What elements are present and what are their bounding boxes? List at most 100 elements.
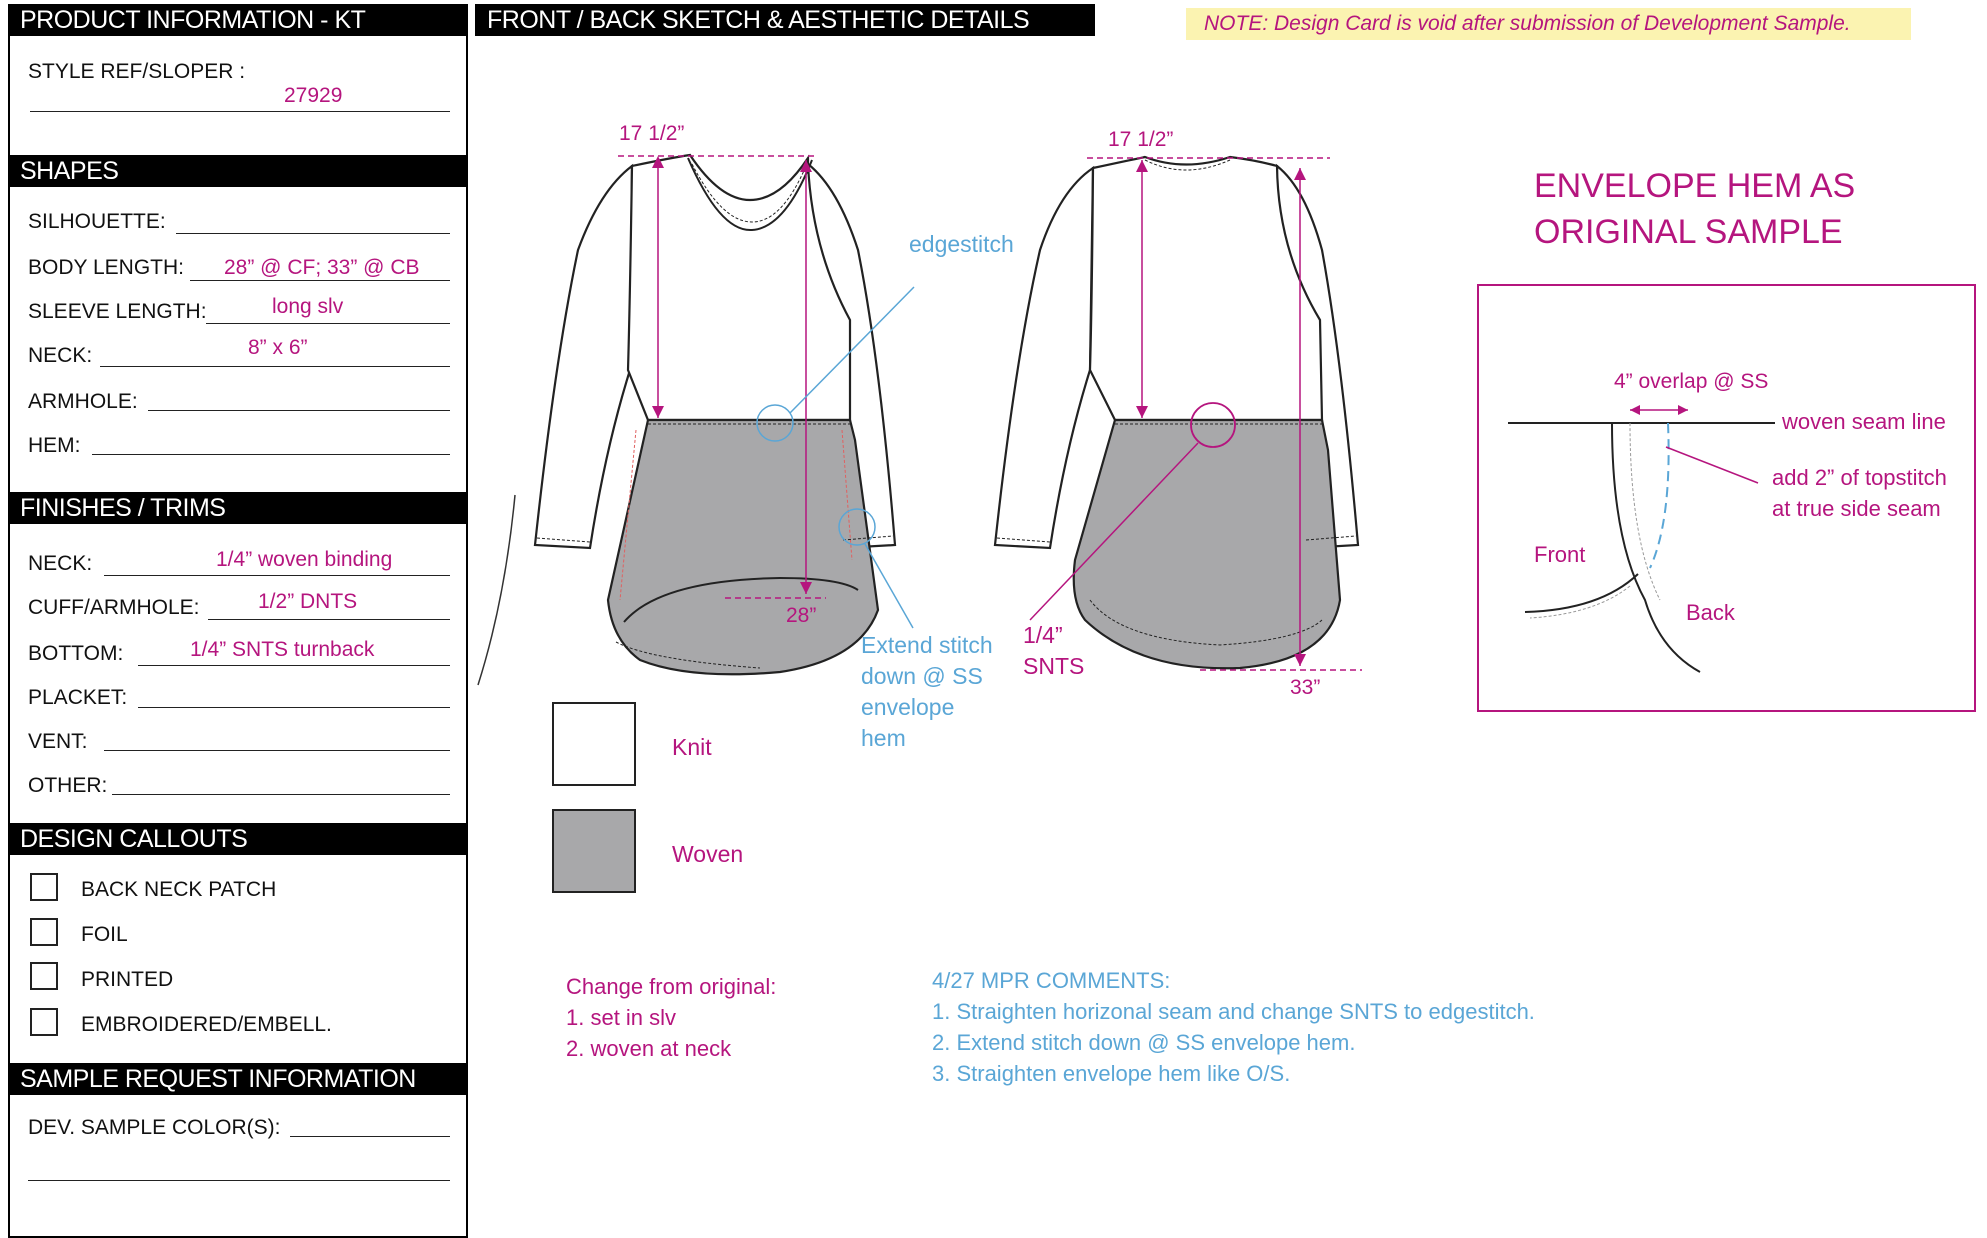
bottom-label: BOTTOM: bbox=[28, 642, 124, 665]
legend-knit-label: Knit bbox=[672, 734, 712, 760]
design-card-note: NOTE: Design Card is void after submissi… bbox=[1186, 8, 1911, 40]
mpr-comments: 4/27 MPR COMMENTS: 1. Straighten horizon… bbox=[932, 965, 1535, 1089]
armhole-field[interactable] bbox=[148, 410, 450, 411]
section-header-sample-request: SAMPLE REQUEST INFORMATION bbox=[8, 1063, 468, 1095]
arrow-head bbox=[1678, 405, 1688, 415]
edgestitch-leader-line bbox=[789, 286, 915, 414]
silhouette-field[interactable] bbox=[176, 233, 450, 234]
body-length-value[interactable]: 28” @ CF; 33” @ CB bbox=[224, 256, 420, 279]
envelope-title-line-1: ENVELOPE HEM AS bbox=[1534, 167, 1856, 205]
back-hem-stitch bbox=[1089, 599, 1323, 646]
arrow-head bbox=[1136, 160, 1148, 172]
front-length-label: 28” bbox=[786, 604, 817, 627]
back-garment-sketch bbox=[993, 155, 1360, 670]
finish-neck-label: NECK: bbox=[28, 552, 93, 575]
other-label: OTHER: bbox=[28, 774, 108, 797]
front-width-label: 17 1/2” bbox=[619, 122, 685, 145]
style-ref-label: STYLE REF/SLOPER : bbox=[28, 60, 246, 83]
body-length-line bbox=[190, 280, 450, 281]
back-neck-patch-label: BACK NECK PATCH bbox=[81, 878, 277, 901]
edgestitch-callout-circle bbox=[756, 404, 794, 442]
back-neckline-stitch bbox=[1144, 159, 1231, 171]
body-length-label: BODY LENGTH: bbox=[28, 256, 184, 279]
topstitch-note: add 2” of topstitch at true side seam bbox=[1772, 462, 1947, 524]
style-ref-value[interactable]: 27929 bbox=[284, 84, 343, 107]
section-header-finishes: FINISHES / TRIMS bbox=[8, 492, 468, 524]
sleeve-length-value[interactable]: long slv bbox=[272, 295, 344, 318]
back-hem-curve bbox=[1611, 422, 1701, 673]
change-item-2: 2. woven at neck bbox=[566, 1036, 732, 1061]
front-right-cuff bbox=[842, 535, 894, 541]
front-dimensions bbox=[618, 155, 915, 629]
back-left-sleeve bbox=[993, 165, 1095, 550]
finish-neck-line bbox=[104, 575, 450, 576]
vent-label: VENT: bbox=[28, 730, 88, 753]
hem-label: HEM: bbox=[28, 434, 81, 457]
extend-stitch-line-1: Extend stitch bbox=[861, 632, 993, 658]
sketch-section-header: FRONT / BACK SKETCH & AESTHETIC DETAILS bbox=[475, 4, 1095, 36]
printed-checkbox[interactable] bbox=[30, 962, 58, 990]
neck-shape-value[interactable]: 8” x 6” bbox=[248, 336, 308, 359]
dev-sample-color-field[interactable] bbox=[290, 1136, 450, 1137]
embroidered-label: EMBROIDERED/EMBELL. bbox=[81, 1013, 332, 1036]
legend-woven-swatch bbox=[552, 809, 636, 893]
front-left-sleeve bbox=[533, 163, 634, 550]
style-ref-line bbox=[30, 111, 450, 112]
embroidered-checkbox[interactable] bbox=[30, 1008, 58, 1036]
front-hem-stitch bbox=[615, 641, 761, 669]
foil-checkbox[interactable] bbox=[30, 918, 58, 946]
extend-stitch-leader-line bbox=[864, 543, 914, 629]
front-hem-curve bbox=[1524, 573, 1639, 613]
front-envelope-hem bbox=[623, 576, 859, 623]
vent-field[interactable] bbox=[104, 750, 450, 751]
back-length-label: 33” bbox=[1290, 676, 1321, 699]
bottom-line bbox=[138, 665, 450, 666]
back-dimensions bbox=[1029, 157, 1362, 671]
front-left-cuff bbox=[536, 537, 591, 543]
sleeve-length-line bbox=[206, 323, 450, 324]
arrow-head bbox=[1136, 406, 1148, 418]
legend-knit-swatch bbox=[552, 702, 636, 786]
legend-woven-label: Woven bbox=[672, 841, 744, 867]
extend-stitch-callout-circle bbox=[838, 508, 876, 546]
front-side-stitch-left bbox=[619, 429, 637, 601]
arrow-head bbox=[652, 406, 664, 418]
extend-stitch-line-4: hem bbox=[861, 725, 906, 751]
front-neckline bbox=[687, 157, 813, 232]
envelope-front-label: Front bbox=[1534, 542, 1586, 567]
change-title: Change from original: bbox=[566, 974, 777, 999]
arrow-head bbox=[1294, 168, 1306, 180]
change-item-1: 1. set in slv bbox=[566, 1005, 677, 1030]
mpr-item-2: 2. Extend stitch down @ SS envelope hem. bbox=[932, 1030, 1356, 1055]
section-header-design-callouts: DESIGN CALLOUTS bbox=[8, 823, 468, 855]
armhole-label: ARMHOLE: bbox=[28, 390, 138, 413]
placket-label: PLACKET: bbox=[28, 686, 128, 709]
front-side-stitch-right bbox=[841, 429, 853, 561]
dev-sample-color-field-2[interactable] bbox=[28, 1180, 450, 1181]
placket-field[interactable] bbox=[138, 707, 450, 708]
front-garment-sketch bbox=[533, 153, 897, 676]
bottom-value[interactable]: 1/4” SNTS turnback bbox=[190, 638, 375, 661]
extend-stitch-callout: Extend stitch down @ SS envelope hem bbox=[861, 630, 993, 754]
other-field[interactable] bbox=[112, 794, 450, 795]
edgestitch-callout: edgestitch bbox=[909, 231, 1014, 257]
finish-neck-value[interactable]: 1/4” woven binding bbox=[216, 548, 393, 571]
envelope-title-line-2: ORIGINAL SAMPLE bbox=[1534, 213, 1843, 251]
snts-leader-line bbox=[1029, 442, 1199, 621]
printed-label: PRINTED bbox=[81, 968, 174, 991]
back-woven-panel bbox=[1072, 418, 1342, 670]
cuff-armhole-label: CUFF/ARMHOLE: bbox=[28, 596, 200, 619]
arrow-head bbox=[652, 156, 664, 168]
cuff-armhole-value[interactable]: 1/2” DNTS bbox=[258, 590, 358, 613]
back-hem-stitch-detail bbox=[1629, 422, 1661, 601]
hem-field[interactable] bbox=[92, 454, 450, 455]
arrow-head bbox=[1630, 405, 1640, 415]
change-from-original: Change from original: 1. set in slv 2. w… bbox=[566, 971, 776, 1064]
back-neck-patch-checkbox[interactable] bbox=[30, 873, 58, 901]
topstitch-line-2: at true side seam bbox=[1772, 496, 1941, 521]
mpr-title: 4/27 MPR COMMENTS: bbox=[932, 968, 1171, 993]
back-width-label: 17 1/2” bbox=[1108, 128, 1174, 151]
mpr-item-1: 1. Straighten horizonal seam and change … bbox=[932, 999, 1535, 1024]
neck-shape-line bbox=[100, 366, 450, 367]
sleeve-length-label: SLEEVE LENGTH: bbox=[28, 300, 207, 323]
